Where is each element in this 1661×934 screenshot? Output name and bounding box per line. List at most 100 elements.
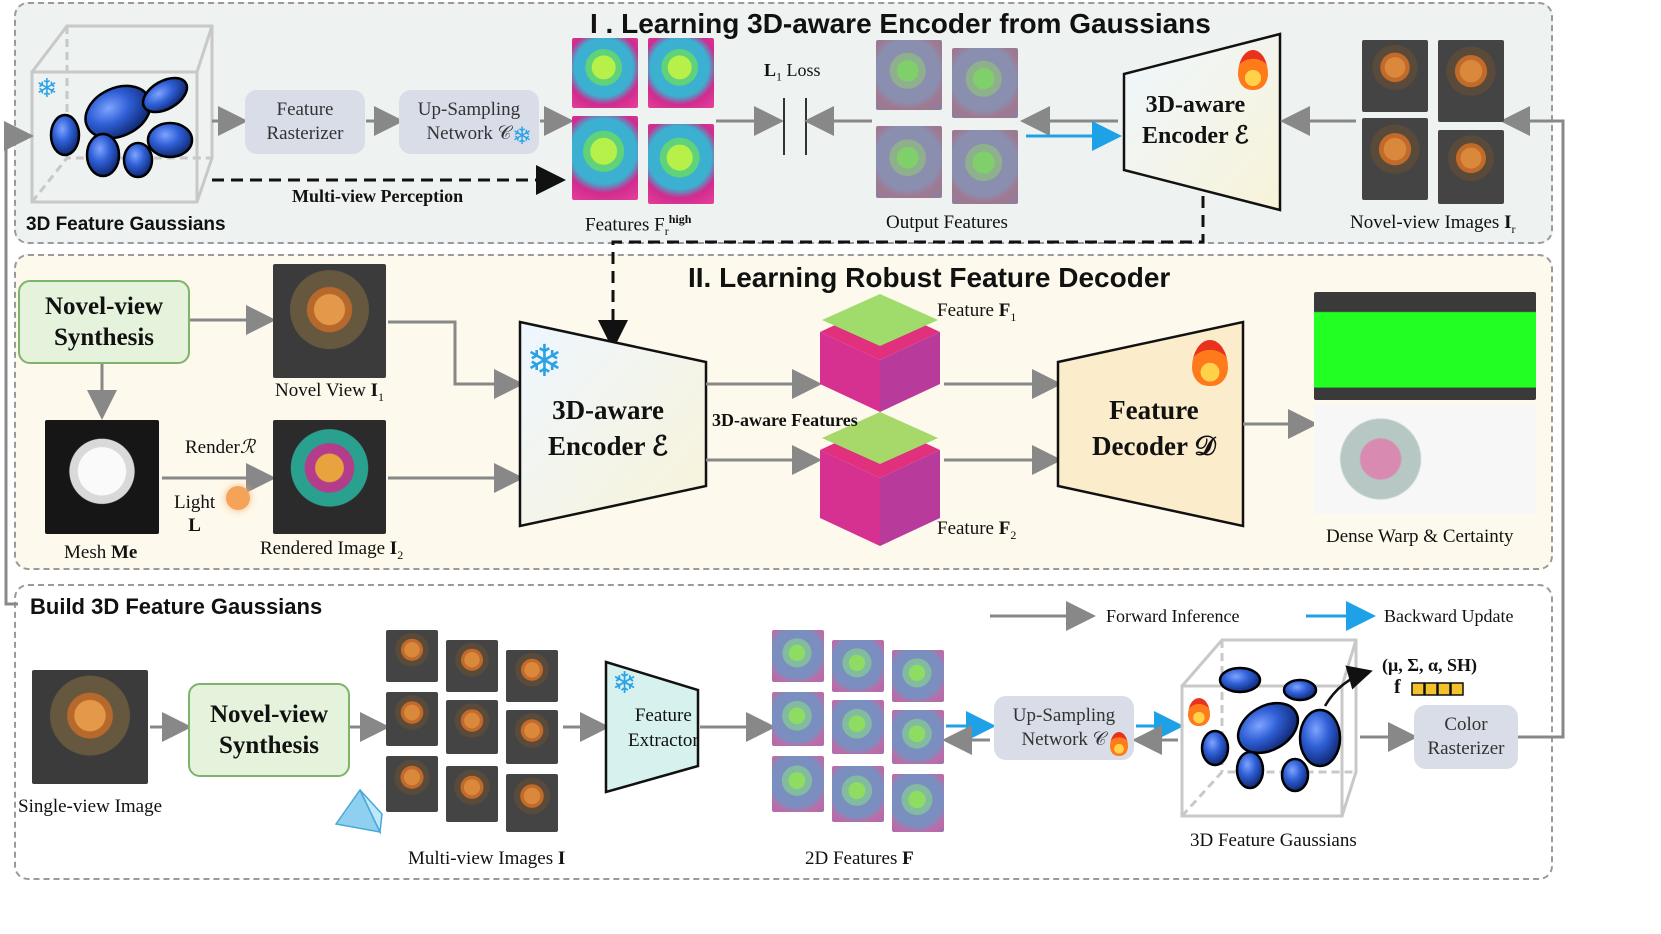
flame-icon bbox=[1238, 50, 1268, 90]
novel-view-var: I bbox=[370, 380, 379, 401]
encoder-top-line2: Encoder ℰ bbox=[1142, 123, 1249, 150]
novel-view-images-var: I bbox=[1504, 212, 1512, 233]
encoder-middle-line1: 3D-aware bbox=[552, 395, 665, 425]
multiview-image-tile bbox=[506, 710, 558, 764]
rendered-var: I bbox=[389, 538, 398, 559]
mesh-var: Me bbox=[110, 542, 138, 563]
multiview-image-tile bbox=[386, 756, 438, 812]
feature-f1-var: F bbox=[998, 300, 1011, 321]
snowflake-icon: ❄ bbox=[612, 667, 638, 700]
feature2d-tile bbox=[892, 650, 944, 702]
snowflake-icon: ❄ bbox=[526, 337, 563, 386]
feature2d-tile bbox=[832, 766, 884, 822]
snowflake-icon: ❄ bbox=[512, 124, 533, 150]
section1-title: I . Learning 3D-aware Encoder from Gauss… bbox=[590, 8, 1211, 39]
upsampling-top-line2: Network 𝒞 bbox=[426, 123, 512, 144]
novel-view-image bbox=[273, 264, 386, 378]
feature-stack-f2 bbox=[820, 412, 940, 546]
feature-f2-var: F bbox=[998, 518, 1011, 539]
decoder-line2: Decoder 𝒟 bbox=[1092, 431, 1216, 462]
encoder-label-middle: 3D-aware Encoder ℰ bbox=[548, 392, 668, 465]
light-label: Light L bbox=[174, 492, 215, 538]
section2-title: II. Learning Robust Feature Decoder bbox=[688, 262, 1171, 293]
novel-view-image-tile bbox=[1438, 40, 1504, 122]
feature-rasterizer-line1: Feature bbox=[276, 99, 334, 121]
dense-warp-image bbox=[1314, 292, 1536, 400]
multiview-perception-label: Multi-view Perception bbox=[292, 186, 464, 206]
encoder-top-line1: 3D-aware bbox=[1145, 92, 1246, 118]
features-2d-label: 2D Features F bbox=[805, 848, 914, 870]
multiview-images-label: Multi-view Images I bbox=[408, 848, 565, 870]
feature2d-tile bbox=[772, 756, 824, 812]
feature2d-tile bbox=[832, 700, 884, 754]
mesh-text: Mesh bbox=[64, 542, 111, 563]
upsampling-box-bottom: Up-Sampling Network 𝒞 bbox=[994, 696, 1134, 760]
multiview-text: Multi-view Images bbox=[408, 848, 558, 869]
novel-view-image-tile bbox=[1362, 118, 1428, 200]
l1-sub: 1 bbox=[776, 69, 783, 84]
color-rasterizer-line1: Color bbox=[1444, 714, 1488, 736]
feature-f2-label: Feature F2 bbox=[937, 518, 1016, 543]
render-text: Render bbox=[185, 437, 240, 458]
mesh-label: Mesh Me bbox=[64, 542, 137, 564]
feature2d-tile bbox=[892, 774, 944, 832]
flame-icon bbox=[1188, 698, 1210, 726]
gaussian-cube-bottom bbox=[1180, 638, 1358, 818]
multiview-image-tile bbox=[446, 700, 498, 754]
extractor-line1: Feature bbox=[634, 705, 692, 726]
multiview-image-tile bbox=[506, 774, 558, 832]
output-feature-tile bbox=[952, 48, 1018, 118]
novel-view-image-tile bbox=[1362, 40, 1428, 112]
l1-text: L bbox=[764, 60, 777, 80]
multiview-image-tile bbox=[446, 640, 498, 692]
output-feature-tile bbox=[876, 126, 942, 198]
novel-view-images-text: Novel-view Images bbox=[1350, 212, 1505, 233]
nvs-box-bottom: Novel-view Synthesis bbox=[188, 683, 350, 777]
novel-view-label: Novel View I1 bbox=[275, 380, 384, 405]
gaussian-params-label: (μ, Σ, α, SH) bbox=[1382, 655, 1478, 675]
gaussian-blobs-top bbox=[49, 76, 194, 179]
upsampling-top-line1: Up-Sampling bbox=[417, 99, 521, 121]
features-high-text: Features F bbox=[585, 214, 665, 236]
multiview-image-tile bbox=[506, 650, 558, 702]
features-2d-var: F bbox=[902, 848, 914, 869]
legend-backward: Backward Update bbox=[1384, 606, 1514, 626]
extractor-label: Feature Extractor bbox=[628, 704, 699, 753]
gaussian-blobs-bottom bbox=[1200, 666, 1342, 793]
feature-rasterizer-line2: Rasterizer bbox=[266, 123, 344, 144]
novel-view-image-tile bbox=[1438, 130, 1504, 204]
feature-f1-text: Feature bbox=[937, 300, 999, 321]
nvs-bottom-line1: Novel-view bbox=[209, 700, 329, 728]
decoder-line1: Feature bbox=[1109, 395, 1199, 425]
novel-view-images-sub: r bbox=[1511, 221, 1516, 236]
novel-view-sub: 1 bbox=[378, 389, 385, 404]
section3-title: Build 3D Feature Gaussians bbox=[30, 594, 323, 619]
encoder-label-top: 3D-aware Encoder ℰ bbox=[1142, 90, 1249, 152]
nvs-middle-line1: Novel-view bbox=[44, 292, 164, 320]
render-var: ℛ bbox=[239, 437, 256, 458]
feature-vector bbox=[1411, 682, 1464, 696]
flame-icon bbox=[1110, 732, 1128, 756]
certainty-image bbox=[1314, 404, 1536, 514]
features-high-sub: r bbox=[664, 224, 669, 239]
novel-view-text: Novel View bbox=[275, 380, 371, 401]
single-view-image bbox=[32, 670, 148, 784]
feature-tile bbox=[648, 124, 714, 204]
feature-f-label: f bbox=[1394, 676, 1401, 698]
output-feature-tile bbox=[952, 130, 1018, 204]
flame-icon bbox=[1192, 340, 1228, 386]
feature-rasterizer-box: Feature Rasterizer bbox=[245, 90, 365, 154]
encoder-trapezoid-middle bbox=[518, 320, 708, 528]
upsampling-bottom-line1: Up-Sampling bbox=[1012, 705, 1116, 727]
nvs-bottom-line2: Synthesis bbox=[218, 732, 320, 759]
multiview-var: I bbox=[557, 848, 566, 869]
feature-f2-sub: 2 bbox=[1010, 527, 1017, 542]
extractor-trapezoid bbox=[604, 660, 700, 794]
nvs-middle-line2: Synthesis bbox=[53, 324, 155, 351]
feature-tile bbox=[572, 38, 638, 108]
rendered-sub: 2 bbox=[397, 547, 404, 562]
rendered-text: Rendered Image bbox=[260, 538, 390, 559]
legend-forward: Forward Inference bbox=[1106, 606, 1240, 626]
color-rasterizer-box: Color Rasterizer bbox=[1414, 705, 1518, 769]
multiview-image-tile bbox=[386, 630, 438, 682]
